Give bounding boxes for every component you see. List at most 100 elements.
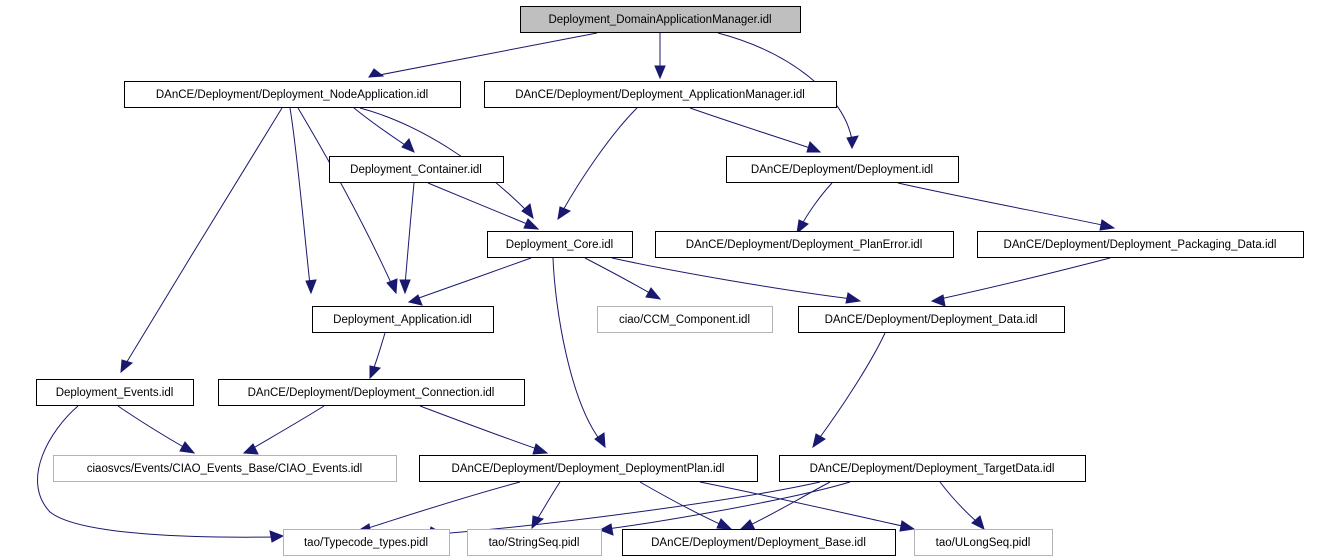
node-box[interactable] — [487, 231, 633, 258]
graph-node[interactable]: Deployment_Container.idl — [329, 156, 504, 183]
node-label: tao/ULongSeq.pidl — [936, 537, 1031, 549]
graph-node[interactable]: Deployment_Application.idl — [312, 306, 494, 333]
arrowhead-icon — [971, 515, 985, 530]
edge-n2-to-n4 — [689, 107, 822, 153]
node-box[interactable] — [484, 81, 837, 108]
edge-n5-to-n8 — [407, 257, 532, 306]
arrowhead-icon — [523, 218, 540, 230]
edge-line — [419, 405, 541, 451]
node-box[interactable] — [655, 231, 954, 258]
edge-n5-to-n14 — [552, 257, 606, 449]
graph-node[interactable]: DAnCE/Deployment/Deployment_Base.idl — [622, 529, 896, 556]
arrowhead-icon — [806, 141, 822, 153]
graph-node[interactable]: DAnCE/Deployment/Deployment_TargetData.i… — [779, 455, 1086, 482]
graph-node[interactable]: Deployment_Events.idl — [36, 379, 194, 406]
graph-node[interactable]: Deployment_DomainApplicationManager.idl — [520, 6, 801, 33]
node-box[interactable] — [467, 529, 602, 556]
edge-line — [552, 257, 601, 441]
edge-n12-to-n14 — [419, 405, 549, 455]
node-box[interactable] — [779, 455, 1086, 482]
edge-n3-to-n8 — [399, 182, 415, 295]
arrowhead-icon — [407, 294, 423, 306]
edge-n0-to-n1 — [368, 32, 598, 78]
edge-n14-to-n16 — [356, 481, 521, 536]
edge-n3-to-n5 — [427, 182, 540, 230]
node-box[interactable] — [419, 455, 758, 482]
node-box[interactable] — [520, 6, 801, 33]
node-label: DAnCE/Deployment/Deployment_Data.idl — [825, 314, 1038, 326]
node-label: DAnCE/Deployment/Deployment_Connection.i… — [248, 387, 495, 399]
graph-node[interactable]: DAnCE/Deployment/Deployment_ApplicationM… — [484, 81, 837, 108]
arrowhead-icon — [401, 138, 415, 153]
edge-line — [359, 107, 529, 213]
edge-n0-to-n4 — [717, 32, 859, 150]
edge-n14-to-n19 — [699, 481, 916, 532]
graph-node[interactable]: DAnCE/Deployment/Deployment_NodeApplicat… — [124, 81, 461, 108]
node-box[interactable] — [53, 455, 397, 482]
edge-line — [717, 32, 853, 141]
edge-n10-to-n15 — [812, 332, 886, 449]
node-box[interactable] — [312, 306, 494, 333]
graph-node[interactable]: DAnCE/Deployment/Deployment_PlanError.id… — [655, 231, 954, 258]
edge-line — [800, 182, 833, 227]
graph-node[interactable]: tao/Typecode_types.pidl — [283, 529, 450, 556]
edge-n1-to-n8 — [289, 107, 317, 295]
edge-line — [611, 257, 853, 300]
graph-node[interactable]: DAnCE/Deployment/Deployment.idl — [726, 156, 959, 183]
arrowhead-icon — [369, 365, 382, 380]
edge-line — [699, 481, 908, 528]
edge-n12-to-n13 — [242, 405, 325, 455]
arrowhead-icon — [532, 443, 549, 455]
graph-node[interactable]: DAnCE/Deployment/Deployment_Connection.i… — [218, 379, 525, 406]
graph-node[interactable]: DAnCE/Deployment/Deployment_DeploymentPl… — [419, 455, 758, 482]
edge-line — [639, 481, 725, 527]
edge-line — [404, 182, 415, 286]
node-box[interactable] — [329, 156, 504, 183]
node-box[interactable] — [36, 379, 194, 406]
edge-n1-to-n11 — [120, 107, 283, 374]
arrowhead-icon — [269, 530, 285, 543]
node-box[interactable] — [622, 529, 896, 556]
arrowhead-icon — [645, 287, 662, 300]
node-box[interactable] — [977, 231, 1304, 258]
graph-node[interactable]: tao/ULongSeq.pidl — [914, 529, 1053, 556]
edge-line — [353, 107, 409, 148]
node-label: DAnCE/Deployment/Deployment_PlanError.id… — [686, 239, 923, 251]
edges-layer — [37, 32, 1116, 543]
edge-n7-to-n10 — [930, 257, 1111, 307]
arrowhead-icon — [368, 68, 385, 78]
node-label: DAnCE/Deployment/Deployment_Packaging_Da… — [1004, 239, 1277, 251]
edge-line — [606, 481, 851, 530]
graph-node[interactable]: tao/StringSeq.pidl — [467, 529, 602, 556]
edge-n15-to-n17 — [598, 481, 851, 536]
node-box[interactable] — [914, 529, 1053, 556]
node-box[interactable] — [597, 306, 773, 333]
edge-n11-to-n13 — [117, 405, 196, 454]
arrowhead-icon — [930, 294, 946, 307]
edge-n8-to-n12 — [369, 332, 386, 380]
edge-line — [939, 257, 1111, 300]
edge-n1-to-n5 — [359, 107, 534, 220]
edge-line — [117, 405, 188, 450]
graph-node[interactable]: ciao/CCM_Component.idl — [597, 306, 773, 333]
arrowhead-icon — [305, 279, 317, 295]
node-box[interactable] — [726, 156, 959, 183]
arrowhead-icon — [386, 278, 398, 295]
graph-node[interactable]: Deployment_Core.idl — [487, 231, 633, 258]
node-box[interactable] — [283, 529, 450, 556]
edge-line — [449, 481, 821, 534]
edge-line — [372, 332, 386, 371]
node-box[interactable] — [124, 81, 461, 108]
arrowhead-icon — [812, 433, 826, 449]
node-label: Deployment_Container.idl — [350, 164, 482, 176]
arrowhead-icon — [1099, 219, 1116, 231]
arrowhead-icon — [242, 443, 259, 455]
node-label: DAnCE/Deployment/Deployment_DeploymentPl… — [452, 463, 725, 475]
node-box[interactable] — [218, 379, 525, 406]
edge-line — [37, 405, 277, 538]
graph-node[interactable]: DAnCE/Deployment/Deployment_Data.idl — [798, 306, 1065, 333]
arrowhead-icon — [521, 203, 534, 220]
graph-node[interactable]: DAnCE/Deployment/Deployment_Packaging_Da… — [977, 231, 1304, 258]
graph-node[interactable]: ciaosvcs/Events/CIAO_Events_Base/CIAO_Ev… — [53, 455, 397, 482]
node-box[interactable] — [798, 306, 1065, 333]
